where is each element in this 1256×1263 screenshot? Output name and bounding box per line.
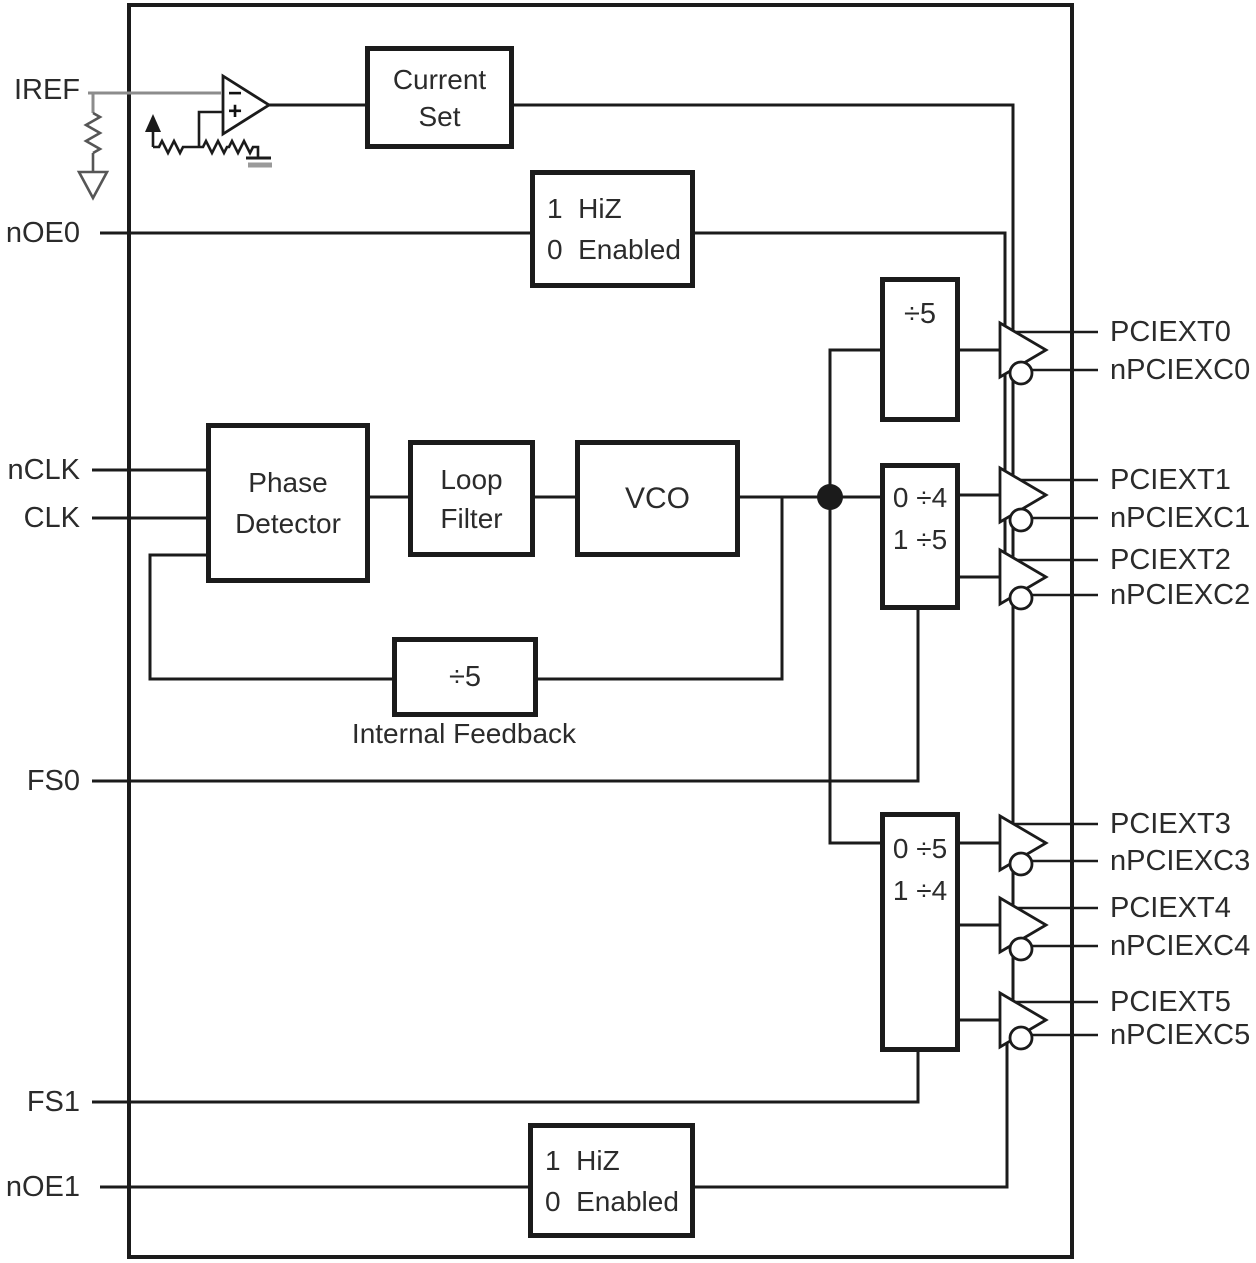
inverting-bubble-icon — [1008, 507, 1034, 533]
pin-label-npciexc0: nPCIEXC0 — [1110, 354, 1251, 386]
feedback-branch-wire — [538, 497, 784, 681]
oe1-hiz-block: 1 HiZ 0 Enabled — [528, 1123, 695, 1238]
pin-label-iref: IREF — [13, 74, 80, 106]
div5-top-label: ÷5 — [903, 298, 937, 330]
bias-resistors-icon — [153, 138, 260, 157]
opamp-plus-sign: + — [227, 98, 242, 125]
current-source-arrow-icon — [145, 114, 161, 132]
current-set-line2: Set — [418, 100, 461, 132]
pin-label-npciexc2: nPCIEXC2 — [1110, 579, 1251, 611]
loop-filter-line1: Loop — [440, 463, 503, 495]
inverting-bubble-icon — [1008, 360, 1034, 386]
pin-label-npciexc1: nPCIEXC1 — [1110, 502, 1251, 534]
opamp-minus-sign: − — [227, 80, 242, 107]
pin-label-clk: CLK — [23, 502, 80, 534]
output-buffer-0 — [998, 320, 1098, 386]
pin-label-pciext2: PCIEXT2 — [1110, 544, 1231, 576]
current-set-block: Current Set — [365, 46, 514, 149]
pin-label-pciext4: PCIEXT4 — [1110, 892, 1231, 924]
pin-label-pciext1: PCIEXT1 — [1110, 464, 1231, 496]
pin-label-npciexc3: nPCIEXC3 — [1110, 845, 1251, 877]
pin-label-pciext3: PCIEXT3 — [1110, 808, 1231, 840]
iref-network — [76, 91, 221, 201]
oe1-hiz-line2: 0 Enabled — [545, 1185, 679, 1217]
feedback-return-wire — [148, 553, 392, 681]
pin-label-pciext5: PCIEXT5 — [1110, 986, 1231, 1018]
iref-open-arrow-icon — [76, 170, 110, 201]
feedback-div5-block: ÷5 — [392, 637, 538, 717]
internal-feedback-caption: Internal Feedback — [351, 718, 577, 749]
oe0-hiz-line2: 0 Enabled — [547, 234, 681, 265]
oe0-hiz-line1: 1 HiZ — [547, 193, 622, 224]
inverting-bubble-icon — [1008, 585, 1034, 611]
div5-top-block: ÷5 — [880, 277, 960, 422]
chip-outline — [127, 3, 1074, 1259]
output-buffer-3 — [998, 813, 1098, 877]
output-buffer-2 — [998, 547, 1098, 611]
pin-label-npciexc5: nPCIEXC5 — [1110, 1019, 1251, 1051]
divider-b-line2: 1 ÷5 — [892, 524, 948, 555]
junction-dot — [817, 484, 843, 510]
current-set-line1: Current — [392, 63, 487, 95]
divider-b-block: 0 ÷4 1 ÷5 — [880, 463, 960, 610]
divider-c-line2: 1 ÷4 — [892, 875, 948, 906]
feedback-div5-label: ÷5 — [448, 661, 482, 693]
pin-label-npciexc4: nPCIEXC4 — [1110, 930, 1251, 962]
inverting-bubble-icon — [1008, 936, 1034, 962]
output-buffer-5 — [998, 990, 1098, 1051]
divider-b-line1: 0 ÷4 — [892, 482, 948, 513]
output-buffer-1 — [998, 465, 1098, 533]
opamp-bias-network — [145, 110, 272, 168]
noe1-enable-bus — [695, 1041, 1009, 1189]
phase-detector-line1: Phase — [248, 467, 328, 498]
clock-trunk-wire — [828, 348, 880, 845]
pin-label-pciext0: PCIEXT0 — [1110, 316, 1231, 348]
phase-detector-block: Phase Detector — [206, 423, 370, 583]
divider-c-block: 0 ÷5 1 ÷4 — [880, 812, 960, 1052]
opamp-plus-feedback-wire — [197, 110, 223, 147]
fs1-wire — [92, 1052, 920, 1104]
oe1-hiz-line1: 1 HiZ — [545, 1144, 620, 1176]
pin-label-noe1: nOE1 — [5, 1171, 80, 1203]
oe0-hiz-block: 1 HiZ 0 Enabled — [530, 170, 695, 288]
opamp-symbol — [221, 73, 272, 137]
inverting-bubble-icon — [1008, 1025, 1034, 1051]
loop-filter-line2: Filter — [440, 502, 503, 534]
current-set-bias-bus — [514, 103, 1015, 1037]
pin-label-nclk: nCLK — [7, 454, 80, 486]
pin-label-noe0: nOE0 — [5, 217, 80, 249]
iref-resistor-icon — [83, 111, 103, 155]
divider-c-line1: 0 ÷5 — [892, 833, 948, 864]
output-buffer-4 — [998, 895, 1098, 962]
loop-filter-block: Loop Filter — [408, 440, 535, 557]
vco-label: VCO — [624, 481, 690, 515]
fs0-wire — [92, 610, 920, 783]
phase-detector-line2: Detector — [235, 508, 341, 539]
vco-block: VCO — [575, 440, 740, 557]
inverting-bubble-icon — [1008, 851, 1034, 877]
pin-label-fs1: FS1 — [26, 1086, 80, 1118]
pin-label-fs0: FS0 — [26, 765, 80, 797]
